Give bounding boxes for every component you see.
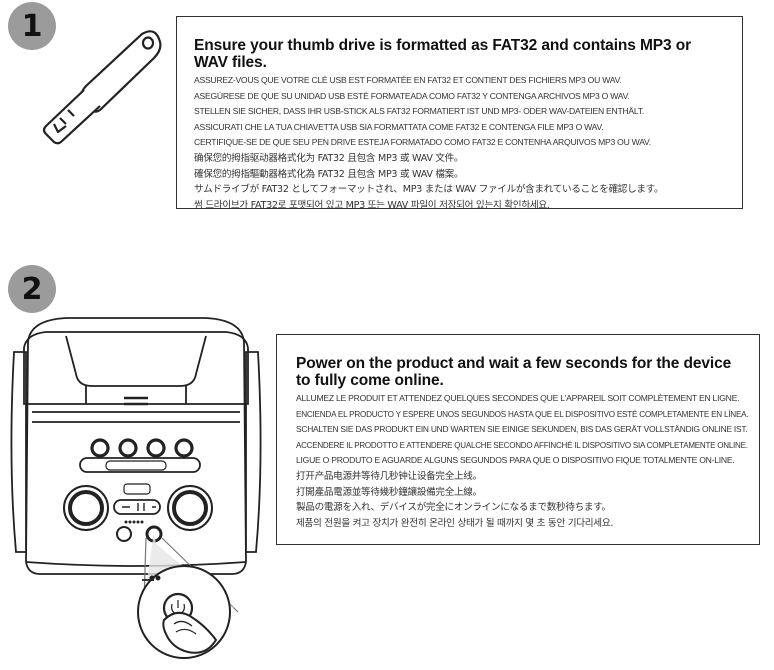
step-1-text-zh-hant: 確保您的拇指驅動器格式化為 FAT32 且包含 MP3 或 WAV 檔案。 [194, 168, 464, 180]
step-1-text-de: STELLEN SIE SICHER, DASS IHR USB-STICK A… [194, 106, 644, 117]
step-2-heading: Power on the product and wait a few seco… [296, 355, 732, 389]
step-1-text-it: ASSICURATI CHE LA TUA CHIAVETTA USB SIA … [194, 121, 604, 132]
step-1-text-es: ASEGÚRESE DE QUE SU UNIDAD USB ESTÉ FORM… [194, 90, 630, 101]
step-2-text-it: ACCENDERE IL PRODOTTO E ATTENDERE QUALCH… [296, 439, 748, 450]
step-1-badge: 1 [8, 2, 56, 50]
step-1-number: 1 [21, 8, 43, 44]
step-2-text-ja: 製品の電源を入れ、デバイスが完全にオンラインになるまで数秒待ちます。 [296, 502, 611, 514]
step-2-number: 2 [21, 271, 43, 307]
step-1-text-fr: ASSUREZ-VOUS QUE VOTRE CLÉ USB EST FORMA… [194, 75, 622, 85]
step-1-text-ko: 썸 드라이브가 FAT32로 포맷되어 있고 MP3 또는 WAV 파일이 저장… [194, 199, 550, 211]
step-2-text-zh-hans: 打开产品电源并等待几秒钟让设备完全上线。 [296, 470, 482, 482]
step-2-text-de: SCHALTEN SIE DAS PRODUKT EIN UND WARTEN … [296, 424, 748, 435]
usb-thumb-drive-icon [42, 30, 162, 145]
speaker-power-button-icon [10, 317, 262, 659]
step-1-text-ja: サムドライブが FAT32 としてフォーマットされ、MP3 または WAV ファ… [194, 184, 664, 196]
step-2-text-es: ENCIENDA EL PRODUCTO Y ESPERE UNOS SEGUN… [296, 408, 749, 419]
step-1-text-pt: CERTIFIQUE-SE DE QUE SEU PEN DRIVE ESTEJ… [194, 137, 651, 148]
step-2-text-zh-hant: 打開產品電源並等待幾秒鐘讓設備完全上線。 [296, 486, 482, 498]
step-2-text-fr: ALLUMEZ LE PRODUIT ET ATTENDEZ QUELQUES … [296, 393, 740, 403]
step-1-heading: Ensure your thumb drive is formatted as … [194, 37, 692, 71]
step-2-text-ko: 제품의 전원을 켜고 장치가 완전히 온라인 상태가 될 때까지 몇 초 동안 … [296, 517, 614, 529]
step-2-instruction-box: Power on the product and wait a few seco… [276, 334, 760, 545]
step-1-text-zh-hans: 确保您的拇指驱动器格式化为 FAT32 且包含 MP3 或 WAV 文件。 [194, 152, 464, 164]
step-2-text-pt: LIGUE O PRODUTO E AGUARDE ALGUNS SEGUNDO… [296, 455, 735, 466]
step-2-badge: 2 [8, 265, 56, 313]
step-1-instruction-box: Ensure your thumb drive is formatted as … [176, 16, 743, 211]
